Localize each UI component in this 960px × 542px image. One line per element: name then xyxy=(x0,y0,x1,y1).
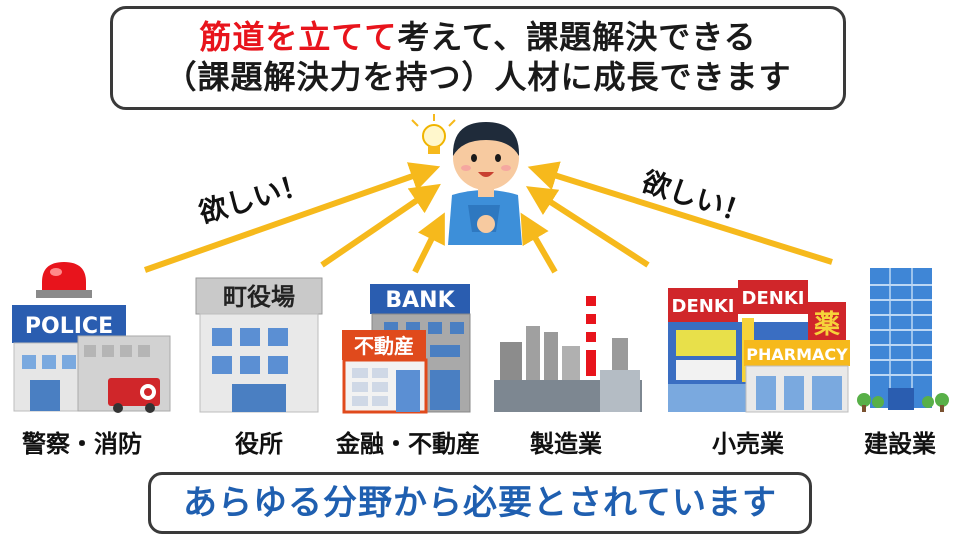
retail-store-illustration: DENKI DENKI 薬 PHARMACY xyxy=(668,280,850,413)
headline-line-2: （課題解決力を持つ）人材に成長できます xyxy=(164,58,792,96)
arrow-police xyxy=(144,162,441,273)
office-tower-illustration xyxy=(857,268,949,412)
real-estate-sign: 不動産 xyxy=(354,334,414,358)
category-label-manufacturing: 製造業 xyxy=(530,430,602,458)
town-hall-illustration: 町役場 xyxy=(195,277,323,413)
arrow-bank xyxy=(412,212,445,274)
lightbulb-icon xyxy=(411,114,456,154)
category-label-police: 警察・消防 xyxy=(22,430,142,458)
pharmacy-sign: PHARMACY xyxy=(746,345,848,364)
medicine-sign: 薬 xyxy=(814,310,840,340)
police-station-illustration: POLICE xyxy=(12,262,171,413)
arrow-store xyxy=(525,186,650,268)
category-label-retail: 小売業 xyxy=(712,430,784,458)
headline-line-1: 筋道を立てて考えて、課題解決できる xyxy=(113,17,843,57)
headline-box: 筋道を立てて考えて、課題解決できる （課題解決力を持つ）人材に成長できます xyxy=(110,6,846,110)
footer-text: あらゆる分野から必要とされています xyxy=(183,483,777,523)
arrow-town-hall xyxy=(320,183,441,268)
factory-illustration xyxy=(494,296,642,412)
person-illustration xyxy=(411,114,522,245)
denki-sign-2: DENKI xyxy=(742,288,805,309)
bank-illustration: BANK 不動産 xyxy=(342,284,471,414)
arrow-factory xyxy=(520,212,558,274)
arrows xyxy=(144,161,833,274)
category-label-construction: 建設業 xyxy=(864,430,936,458)
headline-highlight: 筋道を立てて xyxy=(199,18,398,56)
footer-box: あらゆる分野から必要とされています xyxy=(148,472,812,534)
bank-sign: BANK xyxy=(385,288,455,313)
category-label-finance: 金融・不動産 xyxy=(336,430,480,458)
police-sign: POLICE xyxy=(25,314,113,339)
headline-line-1-rest: 考えて、課題解決できる xyxy=(397,18,757,56)
category-label-town-hall: 役所 xyxy=(235,430,283,458)
denki-sign-1: DENKI xyxy=(672,296,735,317)
arrow-construction xyxy=(527,161,833,265)
town-hall-sign: 町役場 xyxy=(223,283,295,311)
